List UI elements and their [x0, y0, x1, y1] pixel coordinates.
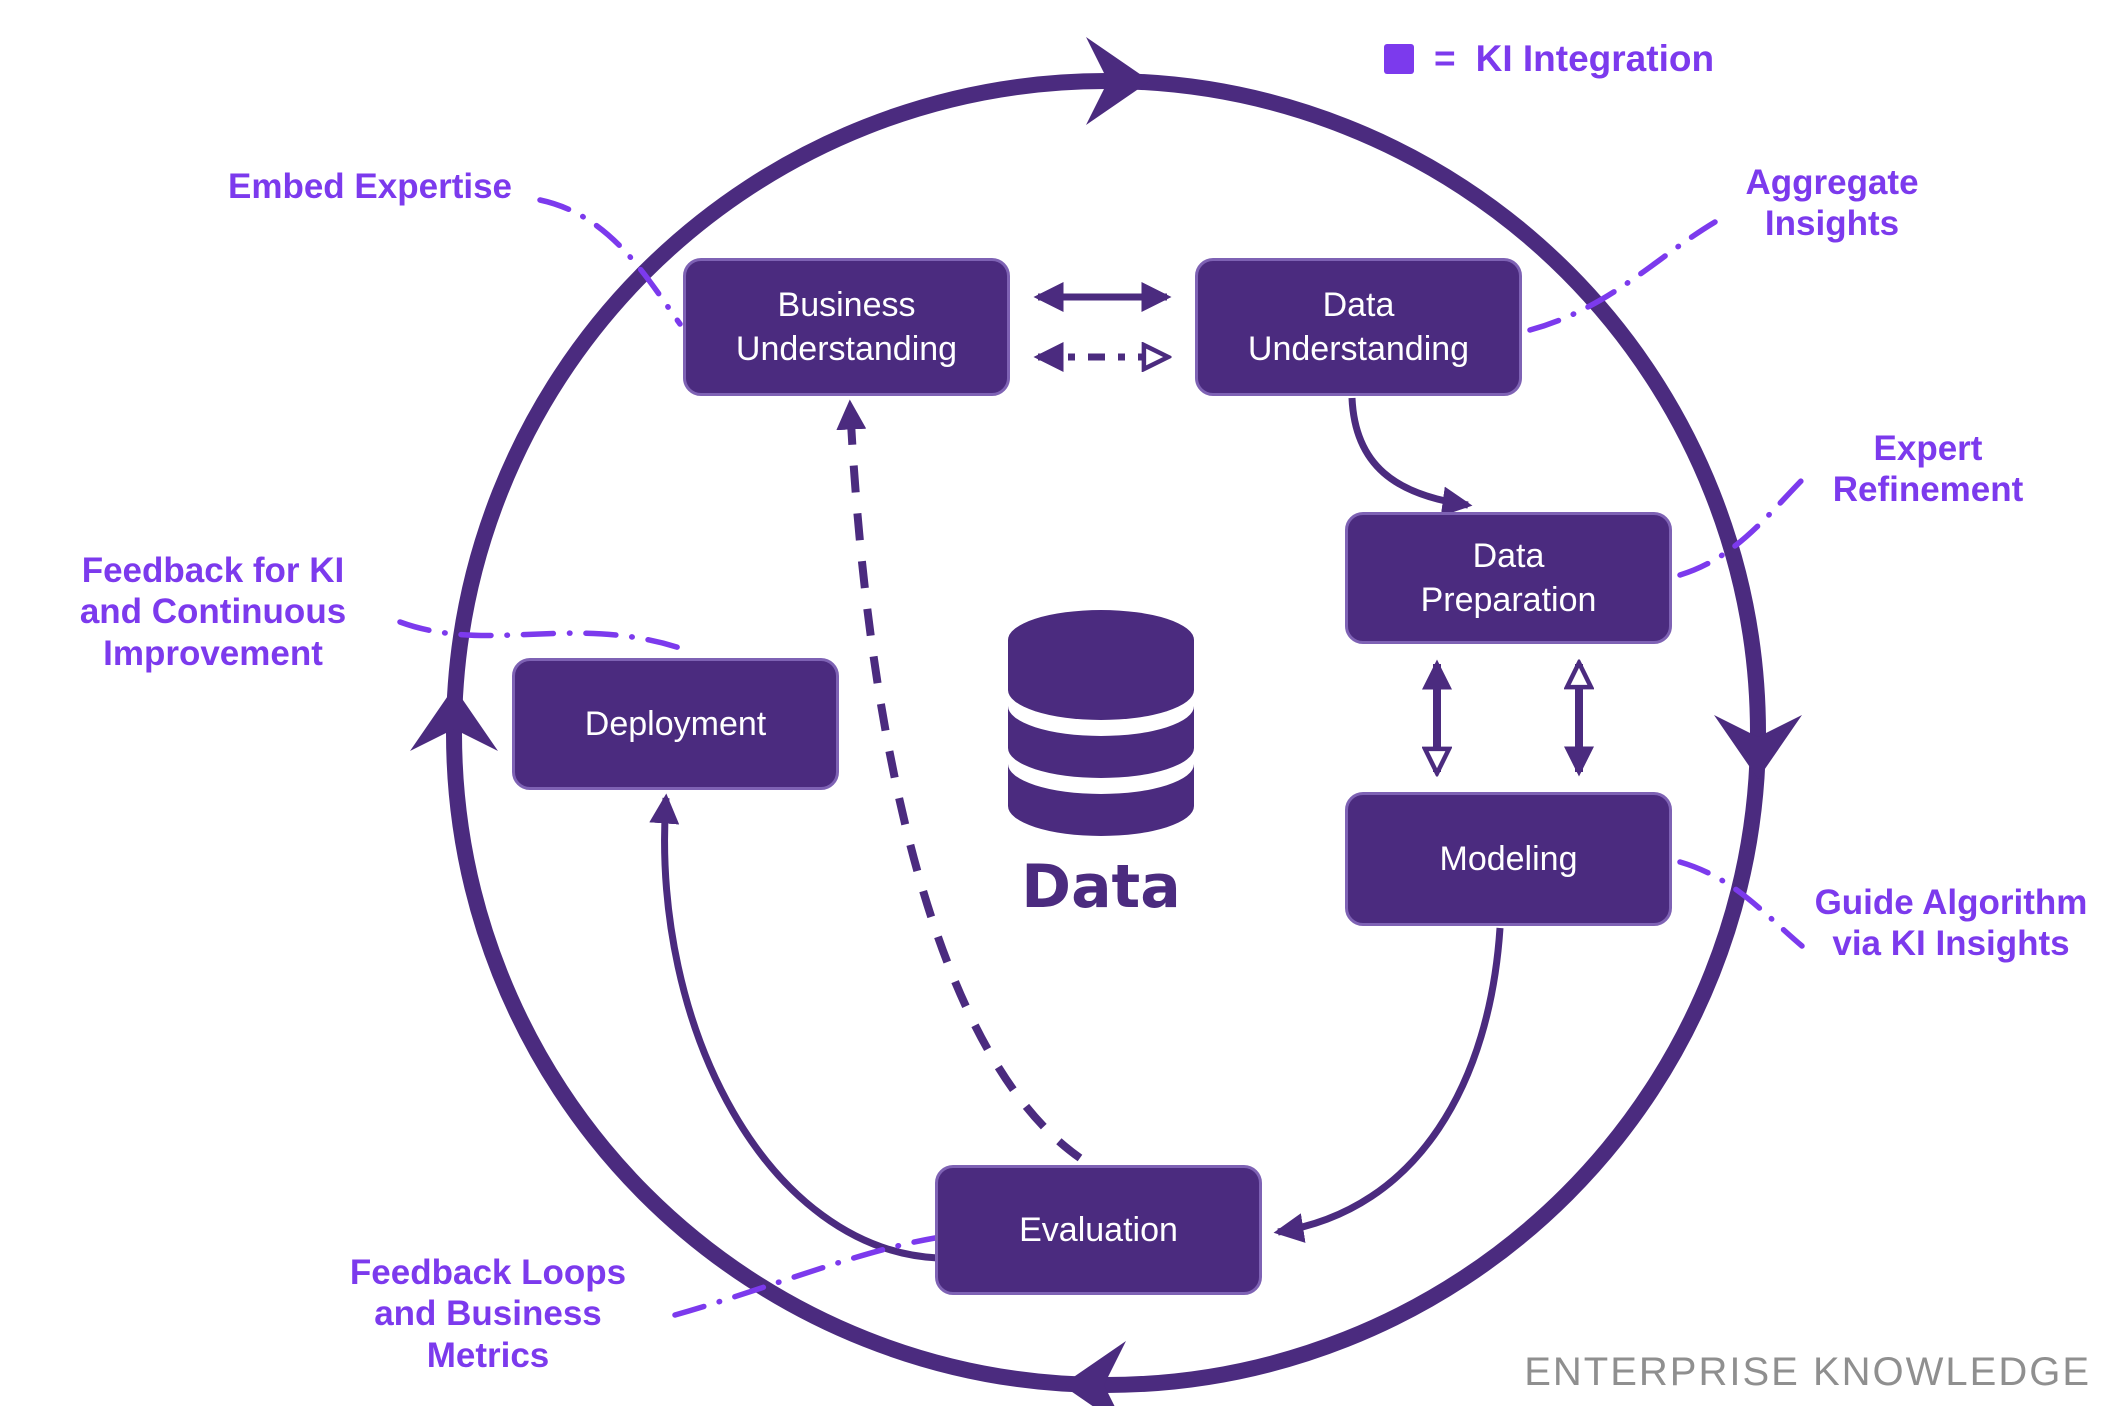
node-modeling: Modeling: [1345, 792, 1672, 926]
node-data-understanding: Data Understanding: [1195, 258, 1522, 396]
cycle-arrow-bottom-icon: [1062, 1341, 1126, 1406]
callout-line-guide-algorithm: [1677, 859, 1805, 949]
annotation-expert-refinement: Expert Refinement: [1832, 429, 2024, 510]
callout-line-feedback-ki: [397, 619, 689, 653]
brand-wordmark: ENTERPRISE KNOWLEDGE: [1524, 1350, 2091, 1394]
callout-line-embed-expertise: [537, 197, 683, 327]
cycle-circle: [446, 73, 1766, 1393]
cycle-arrow-left-icon: [410, 687, 498, 751]
database-icon: [1008, 610, 1194, 836]
legend-label: KI Integration: [1475, 38, 1715, 79]
node-label: Evaluation: [1019, 1210, 1178, 1249]
annotation-feedback-ki: Feedback for KI and Continuous Improveme…: [79, 551, 347, 673]
callout-line-expert-refinement: [1677, 477, 1805, 578]
data-cylinder-label: Data: [1021, 852, 1181, 922]
callout-line-feedback-loops: [672, 1235, 938, 1318]
ki-square-icon: [1384, 44, 1414, 74]
legend-equals: =: [1434, 38, 1456, 79]
du-to-dp-arrow: [1348, 397, 1473, 517]
mo-to-ev-arrow: [1273, 927, 1504, 1243]
node-label: Deployment: [584, 704, 767, 743]
node-deployment: Deployment: [512, 658, 839, 790]
cycle-arrow-right-icon: [1714, 715, 1802, 779]
callout-line-aggregate-insights: [1527, 219, 1718, 333]
annotation-feedback-loops: Feedback Loops and Business Metrics: [349, 1253, 627, 1375]
annotation-embed-expertise: Embed Expertise: [228, 167, 512, 206]
node-label: Data Preparation: [1420, 536, 1597, 619]
node-label: Business Understanding: [735, 285, 958, 368]
annotation-aggregate-insights: Aggregate Insights: [1745, 163, 1919, 244]
annotation-guide-algorithm: Guide Algorithm via KI Insights: [1814, 883, 2088, 964]
node-label: Modeling: [1439, 839, 1578, 878]
node-evaluation: Evaluation: [935, 1165, 1262, 1295]
cycle-arrow-top-icon: [1086, 37, 1150, 125]
legend-ki-integration: = KI Integration: [1384, 38, 1714, 80]
node-business-understanding: Business Understanding: [683, 258, 1010, 396]
ev-to-bu-dashed-arrow: [836, 399, 1083, 1162]
ev-to-de-arrow: [649, 793, 939, 1262]
node-data-preparation: Data Preparation: [1345, 512, 1672, 644]
node-label: Data Understanding: [1247, 285, 1470, 368]
